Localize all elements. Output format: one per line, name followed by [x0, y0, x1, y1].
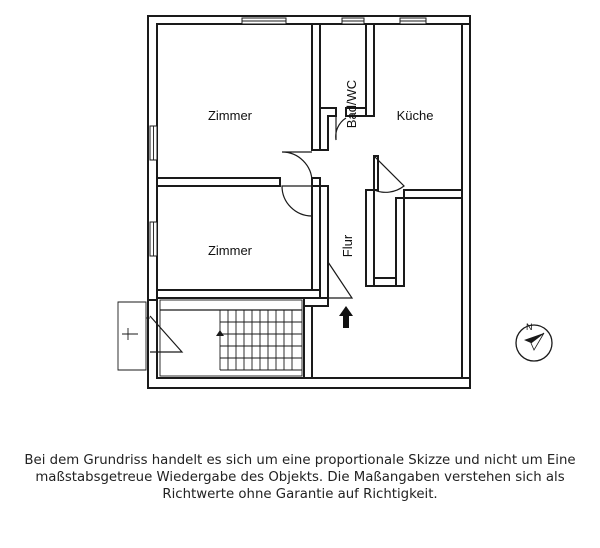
- room-label-zimmer-1: Zimmer: [208, 108, 253, 123]
- room-label-bad: Bad/WC: [344, 80, 359, 128]
- arrow-up-icon: [339, 306, 353, 328]
- interior-walls: [156, 23, 463, 379]
- staircase: [159, 299, 303, 377]
- room-label-zimmer-2: Zimmer: [208, 243, 253, 258]
- room-label-kueche: Küche: [397, 108, 434, 123]
- outer-walls: [147, 15, 471, 389]
- windows: [149, 17, 427, 257]
- compass-icon: N: [515, 322, 553, 362]
- doors: [281, 116, 405, 299]
- landing-door: [117, 301, 184, 371]
- disclaimer-text: Bei dem Grundriss handelt es sich um ein…: [20, 452, 580, 503]
- floor-plan: Zimmer Zimmer Küche Bad/WC Flur N: [117, 15, 553, 389]
- room-label-flur: Flur: [340, 234, 355, 257]
- compass-letter: N: [526, 322, 533, 332]
- disclaimer-line-3: Richtwerte ohne Garantie auf Richtigkeit…: [162, 487, 438, 502]
- disclaimer-line-1: Bei dem Grundriss handelt es sich um ein…: [24, 453, 576, 468]
- disclaimer-line-2: maßstabsgetreue Wiedergabe des Objekts. …: [35, 470, 565, 485]
